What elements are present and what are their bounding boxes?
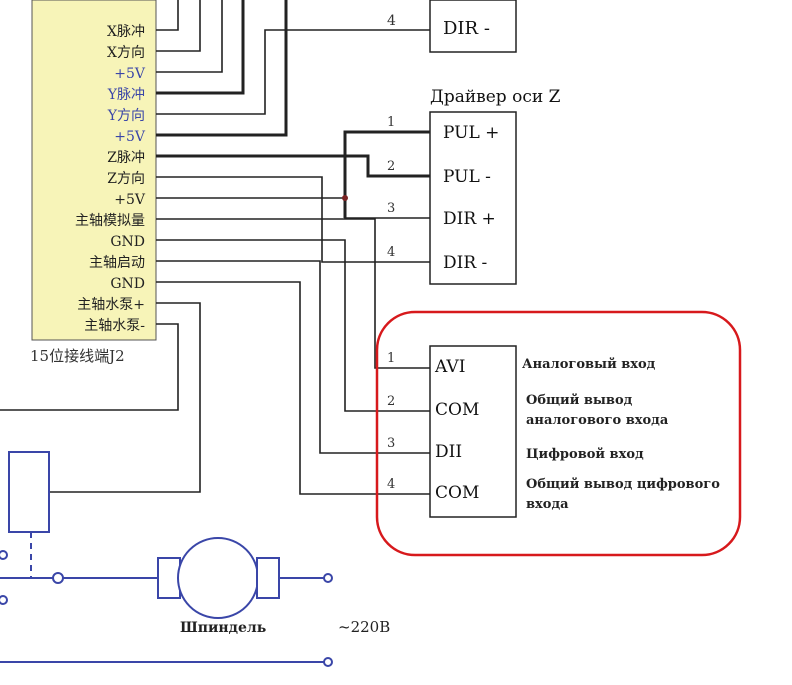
driver-top-pin-label: DIR - xyxy=(443,18,490,39)
driver-top: 4 DIR - xyxy=(387,0,517,53)
connector-pin-label: Y方向 xyxy=(107,108,145,124)
wire-y-dir xyxy=(156,29,430,115)
inverter-pin-desc: аналогового входа xyxy=(526,413,669,428)
connector-caption: 15位接线端J2 xyxy=(30,347,125,365)
connector-j2-body xyxy=(31,0,157,341)
wire-pump-plus xyxy=(50,302,201,493)
wire-5v-3-pul xyxy=(343,130,430,218)
spindle-voltage: ~220В xyxy=(338,618,390,636)
spindle-motor-body xyxy=(177,537,259,619)
connector-pin-label: 主轴启动 xyxy=(89,255,145,271)
contact-dot-2 xyxy=(0,595,8,605)
inverter-pin-label: DII xyxy=(435,442,462,462)
inverter-pin-label: AVI xyxy=(434,357,465,377)
wire-x-dir xyxy=(156,0,201,52)
inverter-highlight xyxy=(375,310,742,557)
wire-spindle-start xyxy=(156,260,430,454)
wires xyxy=(0,0,430,495)
wire-x-pulse xyxy=(156,0,179,31)
driver-z-pin-label: DIR + xyxy=(443,209,496,229)
connector-pin-label: Y脉冲 xyxy=(107,87,145,103)
spindle-terminal-bottom xyxy=(323,657,333,667)
driver-z-pin-label: PUL + xyxy=(443,123,499,143)
inverter-pin-label: COM xyxy=(435,483,479,503)
connector-pin-label: +5V xyxy=(114,129,146,145)
inverter-pin-desc: Цифровой вход xyxy=(526,447,644,462)
relay xyxy=(0,451,64,605)
contact-dot-1 xyxy=(0,550,8,560)
spindle-motor xyxy=(0,537,333,667)
connector-pin-label: X脉冲 xyxy=(107,24,145,40)
inverter-pin-number: 3 xyxy=(387,436,395,451)
wire-5v-1 xyxy=(156,0,223,73)
driver-z-pin-number: 4 xyxy=(387,245,395,260)
driver-z-pin-label: PUL - xyxy=(443,167,491,187)
wire-gnd-2 xyxy=(156,281,430,495)
spindle-end-left xyxy=(157,557,181,599)
inverter-pin-desc: Аналоговый вход xyxy=(522,357,656,372)
connector-pin-label: 主轴模拟量 xyxy=(75,213,145,229)
inverter-body xyxy=(429,345,517,518)
inverter-pin-desc: Общий вывод цифрового xyxy=(526,477,720,492)
spindle-end-right xyxy=(256,557,280,599)
inverter-pin-label: COM xyxy=(435,400,479,420)
wire-spindle-analog xyxy=(156,218,430,369)
connector-pin-labels: X脉冲 X方向 +5V Y脉冲 Y方向 +5V Z脉冲 Z方向 +5V 主轴模拟量 GND 主轴启动 G… xyxy=(75,24,146,334)
wire-gnd-1 xyxy=(156,239,430,412)
driver-z-pin-number: 2 xyxy=(387,159,395,174)
connector-pin-label: Z方向 xyxy=(107,171,145,187)
wire-5v-2 xyxy=(156,0,288,137)
connector-pin-label: GND xyxy=(110,276,145,292)
driver-z-pin-label: DIR - xyxy=(443,253,487,273)
relay-coil xyxy=(8,451,50,533)
connector-pin-label: 主轴水泵- xyxy=(84,318,145,334)
inverter-pin-number: 2 xyxy=(387,394,395,409)
switch-contact xyxy=(52,572,64,584)
driver-z-body xyxy=(429,111,517,285)
connector-pin-label: +5V xyxy=(114,66,146,82)
connector-pin-label: 主轴水泵+ xyxy=(77,297,145,313)
inverter-pin-desc: Общий вывод xyxy=(526,393,633,408)
wire-y-pulse xyxy=(156,0,245,95)
spindle-terminal-top xyxy=(323,573,333,583)
junction-dot xyxy=(342,195,348,201)
driver-z-pin-number: 1 xyxy=(387,115,395,130)
connector-pin-label: X方向 xyxy=(107,45,145,61)
wire-pump-minus xyxy=(0,323,179,411)
driver-top-pin-number: 4 xyxy=(387,13,396,29)
driver-top-body xyxy=(429,0,517,53)
inverter-pin-number: 1 xyxy=(387,351,395,366)
connector-pin-label: Z脉冲 xyxy=(107,150,145,166)
connector-pin-label: GND xyxy=(110,234,145,250)
inverter-pin-desc: входа xyxy=(526,497,569,512)
inverter-pin-number: 4 xyxy=(387,477,395,492)
spindle-label: Шпиндель xyxy=(180,620,266,636)
wire-z-pulse xyxy=(156,154,430,178)
driver-z-title: Драйвер оси Z xyxy=(430,87,561,107)
connector-pin-label: +5V xyxy=(114,192,146,208)
wire-5v-3-dir xyxy=(344,198,430,219)
driver-z-pin-number: 3 xyxy=(387,201,395,216)
